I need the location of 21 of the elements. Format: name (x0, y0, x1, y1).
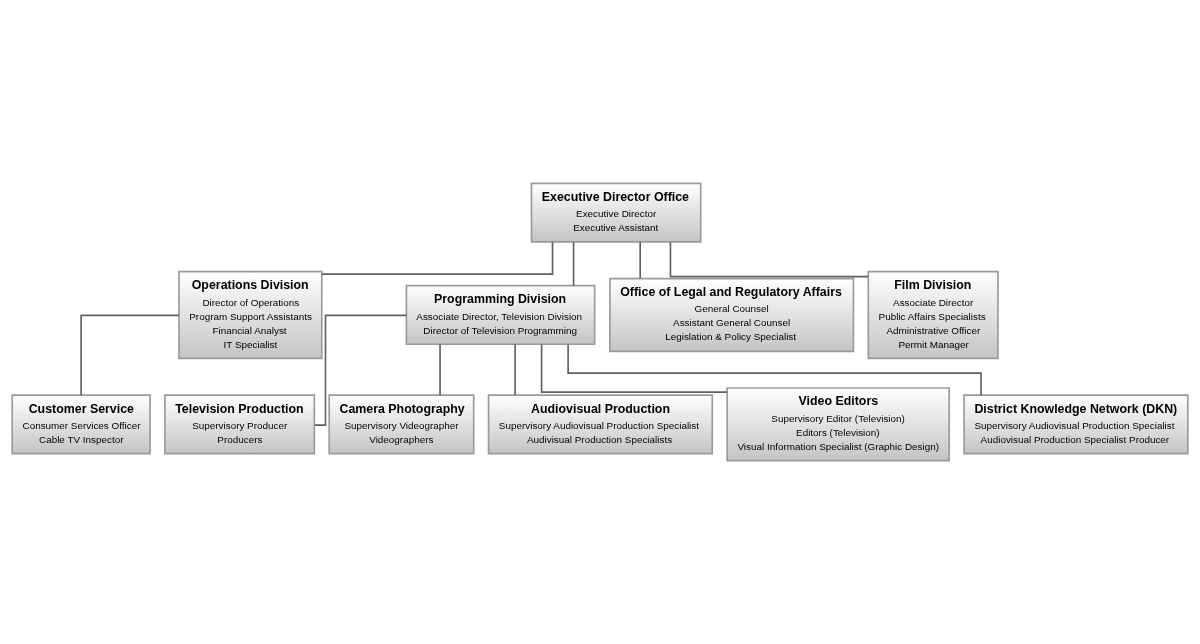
node-box: Television Production Supervisory Producer Producers (164, 394, 316, 455)
connector (567, 343, 982, 396)
connector (439, 343, 441, 396)
node-box: Camera Photography Supervisory Videographer Videographers (328, 394, 475, 455)
node-box: Programming Division Associate Director, Television Division Director of Television Programming (405, 284, 596, 346)
node-box: Customer Service Consumer Services Officer Cable TV Inspector (11, 394, 151, 455)
connector (514, 343, 516, 396)
node-box: Film Division Associate Director Public Affairs Specialists Administrative Officer Permit Manager (867, 270, 999, 360)
node-box: District Knowledge Network (DKN) Supervisory Audiovisual Production Specialist Audiovisual Production Specialist Producer (963, 394, 1189, 455)
node-box: Video Editors Supervisory Editor (Television) Editors (Television) Visual Information Specialist (Graphic Design) (726, 387, 951, 462)
node-box: Operations Division Director of Operations Program Support Assistants Financial Analyst IT Specialist (178, 270, 323, 360)
connector (669, 241, 869, 278)
node-box: Executive Director Office Executive Director Executive Assistant (530, 182, 702, 243)
connector (80, 314, 180, 396)
connector (321, 241, 554, 275)
node-box: Office of Legal and Regulatory Affairs General Counsel Assistant General Counsel Legislation & Policy Specialist (609, 277, 855, 353)
connector (639, 241, 641, 280)
connector (572, 241, 575, 287)
connector (313, 314, 408, 427)
connector (540, 343, 728, 393)
node-box: Audiovisual Production Supervisory Audiovisual Production Specialist Audivisual Production Specialists (487, 394, 714, 455)
